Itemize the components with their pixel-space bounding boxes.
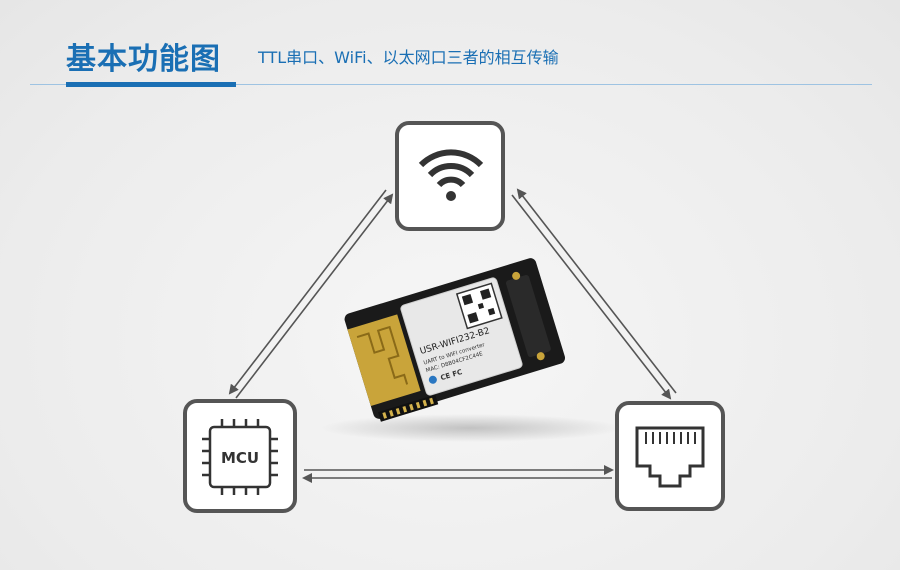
- arrow-wifi-ethernet: [511, 188, 677, 400]
- header-accent-bar: [66, 82, 236, 87]
- ethernet-port-icon: [635, 426, 705, 488]
- mcu-label: MCU: [221, 449, 259, 467]
- wifi-module-board: USR-WIFI232-B2 UART to WIFI converter MA…: [320, 258, 620, 442]
- mcu-node: MCU: [183, 399, 297, 513]
- arrow-wifi-mcu: [228, 189, 394, 399]
- wifi-icon: [418, 149, 484, 201]
- page-subtitle: TTL串口、WiFi、以太网口三者的相互传输: [258, 48, 559, 67]
- module-logo-icon: [428, 375, 437, 384]
- wifi-node: [395, 121, 505, 231]
- page-title: 基本功能图: [66, 42, 221, 77]
- header-divider: [30, 84, 872, 85]
- ethernet-node: [615, 401, 725, 511]
- chip-icon: [202, 419, 278, 495]
- arrow-mcu-ethernet: [302, 465, 614, 483]
